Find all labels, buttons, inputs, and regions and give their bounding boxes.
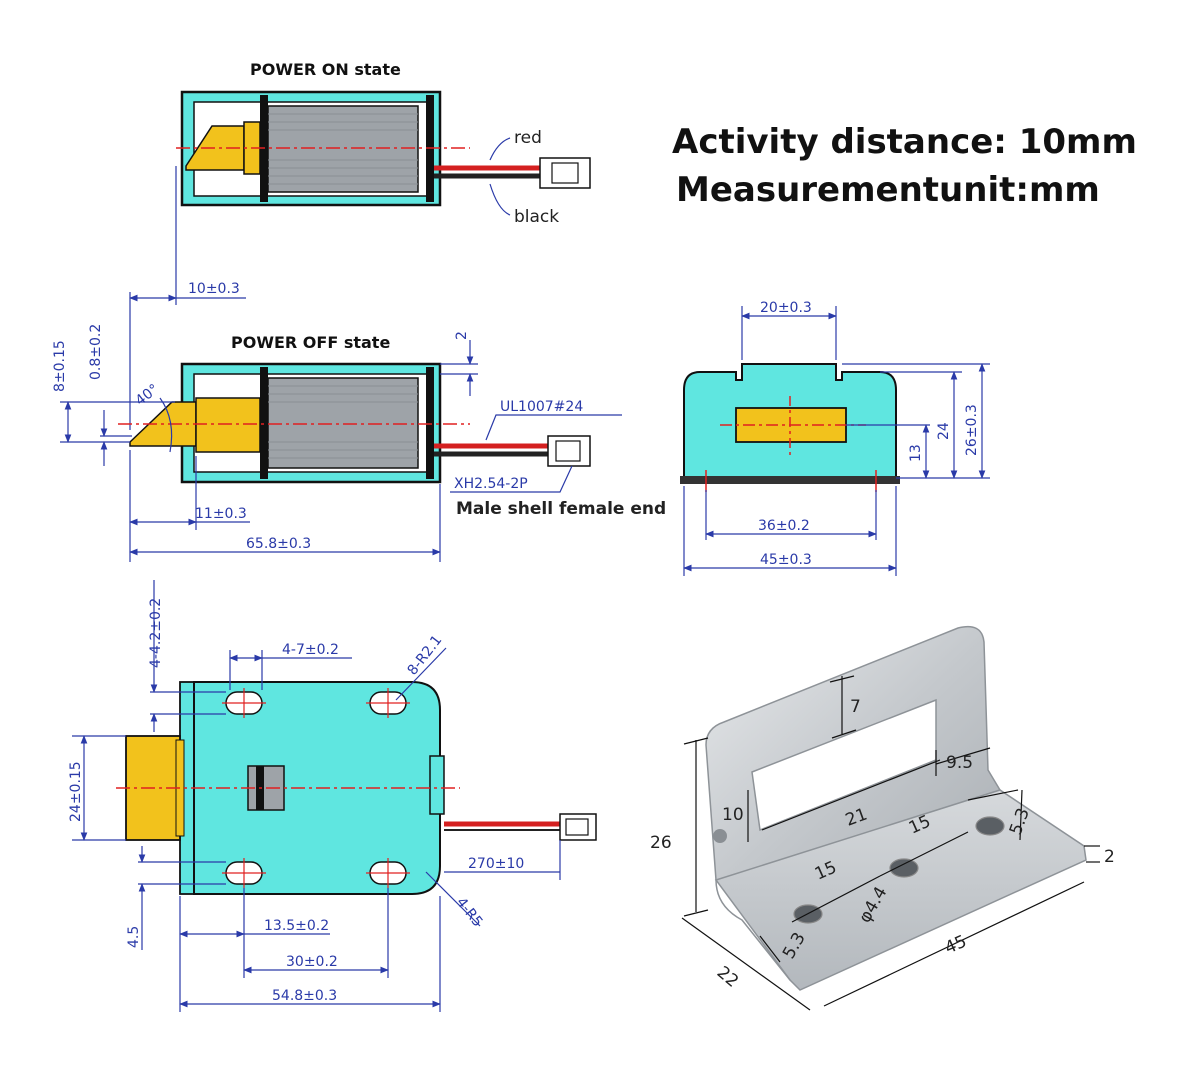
wire-red-label: red	[514, 128, 542, 148]
d548-text: 54.8±0.3	[272, 988, 337, 1004]
side-view-power-on: POWER ON state red black	[176, 60, 591, 227]
bracket-d45: 45	[942, 931, 970, 958]
wire-callouts	[450, 414, 622, 493]
headline-activity: Activity distance: 10mm	[672, 122, 1137, 162]
connector-note-text: Male shell female end	[456, 499, 666, 519]
wall-dim-text: 2	[454, 331, 470, 340]
slot-dim-text: 4-7±0.2	[282, 642, 339, 658]
width-dim-text: 24±0.15	[68, 761, 84, 822]
angle-text: 40°	[133, 381, 162, 409]
wire-spec-text: UL1007#24	[500, 399, 583, 415]
wire-len-text: 270±10	[468, 856, 524, 872]
side-view-power-off: POWER OFF state	[118, 333, 591, 484]
bracket-d26: 26	[650, 833, 672, 853]
bracket-dims	[681, 675, 1100, 1011]
corner-r-text: 4-R5	[453, 895, 486, 931]
bracket-d95: 9.5	[946, 753, 973, 773]
edge-dim-text: 4.5	[126, 926, 142, 948]
bracket-d7: 7	[850, 697, 861, 717]
bracket-d2: 2	[1104, 847, 1115, 867]
bracket-d22: 22	[713, 963, 742, 992]
d135-text: 13.5±0.2	[264, 918, 329, 934]
power-on-title: POWER ON state	[250, 60, 401, 79]
height-dim-text: 8±0.15	[52, 340, 68, 392]
end-w36-dim: 36±0.2	[758, 518, 810, 534]
top-view-dims	[72, 580, 561, 1012]
side-bottom-dims	[129, 450, 441, 562]
mounting-bracket-photo	[705, 625, 1087, 991]
end-w45-dim: 45±0.3	[760, 552, 812, 568]
connector-text: XH2.54-2P	[454, 476, 528, 492]
end-view-dims	[683, 306, 990, 576]
tip-dim-text: 0.8±0.2	[88, 324, 104, 380]
headline-unit: Measurementunit:mm	[676, 170, 1100, 210]
end-h24-dim: 24	[936, 422, 952, 440]
d30-text: 30±0.2	[286, 954, 338, 970]
side-left-dims	[60, 340, 478, 466]
end-h26-dim: 26±0.3	[964, 404, 980, 456]
stroke-dimension	[129, 166, 246, 430]
top-view	[116, 681, 597, 895]
end-h13-dim: 13	[908, 444, 924, 462]
holes-dim-text: 4-4.2±0.2	[148, 598, 164, 668]
stroke-dim-text: 10±0.3	[188, 281, 240, 297]
power-off-title: POWER OFF state	[231, 333, 390, 352]
length-dim-text: 65.8±0.3	[246, 536, 311, 552]
end-top-dim: 20±0.3	[760, 300, 812, 316]
wire-black-label: black	[514, 207, 559, 227]
end-view	[680, 363, 900, 492]
plunger-dim-text: 11±0.3	[195, 506, 247, 522]
bracket-d10: 10	[722, 805, 744, 825]
